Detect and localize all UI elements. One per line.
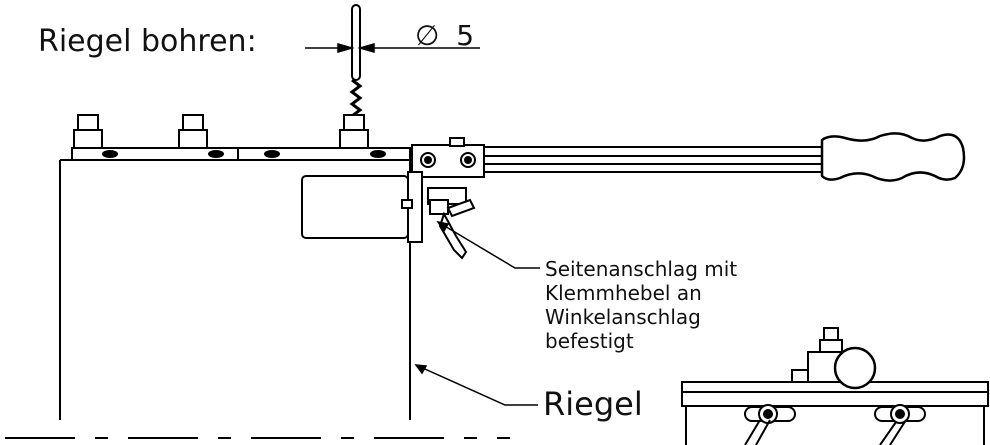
callout-line: Seitenanschlag mit xyxy=(545,257,738,281)
angle-stop xyxy=(401,137,485,260)
callout-line: Klemmhebel an xyxy=(545,281,702,305)
side-stop-callout: Seitenanschlag mit Klemmhebel an Winkela… xyxy=(545,257,785,353)
handle-bar xyxy=(484,132,966,182)
inset-detail xyxy=(681,327,989,445)
top-plate xyxy=(71,147,411,161)
leader-lines xyxy=(414,220,540,406)
diameter-symbol: ∅ xyxy=(415,19,440,52)
side-block xyxy=(301,175,409,239)
dimension-lines xyxy=(305,43,480,53)
callout-line: befestigt xyxy=(545,329,634,353)
screw-heads xyxy=(102,150,386,158)
callout-line: Winkelanschlag xyxy=(545,305,701,329)
drawing-title: Riegel bohren: xyxy=(38,24,257,59)
riegel-label: Riegel xyxy=(543,385,643,423)
diameter-value: 5 xyxy=(456,19,475,52)
bolts xyxy=(73,114,369,149)
diameter-dimension: ∅ 5 xyxy=(415,19,474,52)
